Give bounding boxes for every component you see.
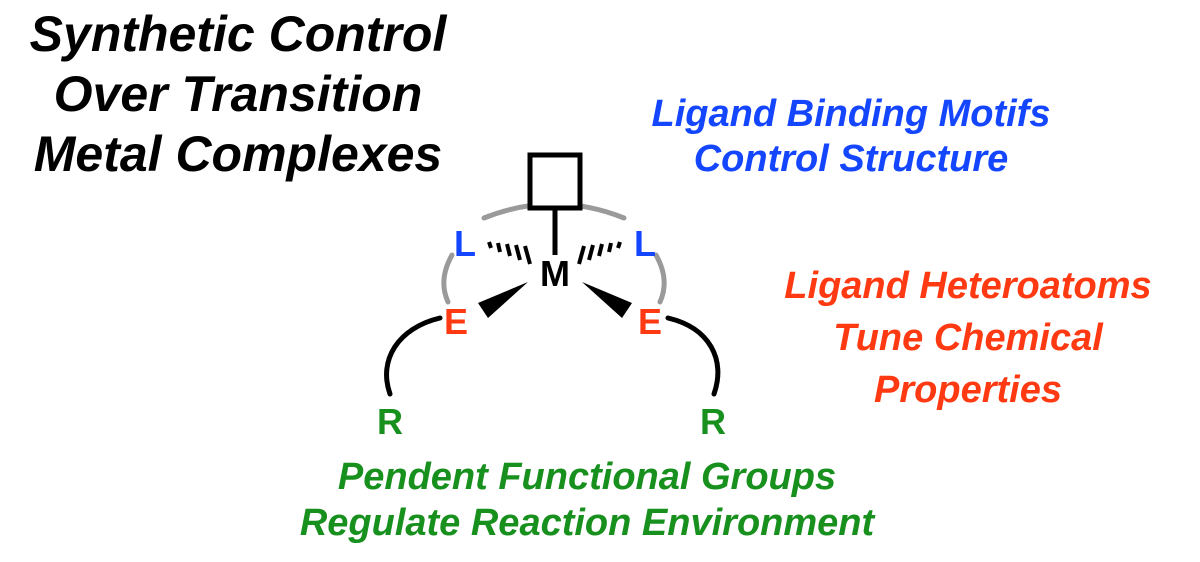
binding-motifs-annotation: Ligand Binding Motifs Control Structure <box>596 92 1106 182</box>
metal-label: M <box>540 253 570 294</box>
right-group-label: R <box>700 401 726 442</box>
right-backbone-arc <box>653 252 667 305</box>
title-line: Over Transition <box>53 66 423 122</box>
annotation-line: Pendent Functional Groups <box>337 456 837 498</box>
left-hashed-bond <box>487 241 532 265</box>
annotation-line: Properties <box>874 369 1062 412</box>
right-heteroatom-label: E <box>638 301 662 342</box>
diagram-title: Synthetic Control Over Transition Metal … <box>0 4 476 184</box>
annotation-line: Ligand Binding Motifs <box>651 93 1051 135</box>
left-heteroatom-label: E <box>444 301 468 342</box>
annotation-line: Ligand Heteroatoms <box>784 265 1152 307</box>
right-ligand-label: L <box>634 223 656 264</box>
title-line: Synthetic Control <box>29 6 447 62</box>
annotation-line: Regulate Reaction Environment <box>299 502 875 545</box>
open-site-box <box>527 152 583 211</box>
right-tether <box>665 315 721 397</box>
pendent-groups-annotation: Pendent Functional Groups Regulate React… <box>232 454 942 547</box>
title-line: Metal Complexes <box>33 126 443 182</box>
left-tether <box>384 315 443 397</box>
annotation-line: Tune Chemical <box>833 317 1103 360</box>
right-hashed-bond <box>577 241 622 265</box>
left-group-label: R <box>377 401 403 442</box>
heteroatoms-annotation: Ligand Heteroatoms Tune Chemical Propert… <box>740 260 1196 416</box>
right-wedge-bond <box>582 282 632 318</box>
annotation-line: Control Structure <box>693 137 1009 180</box>
left-wedge-bond <box>478 282 528 318</box>
left-ligand-label: L <box>454 223 476 264</box>
left-backbone-arc <box>441 252 455 305</box>
